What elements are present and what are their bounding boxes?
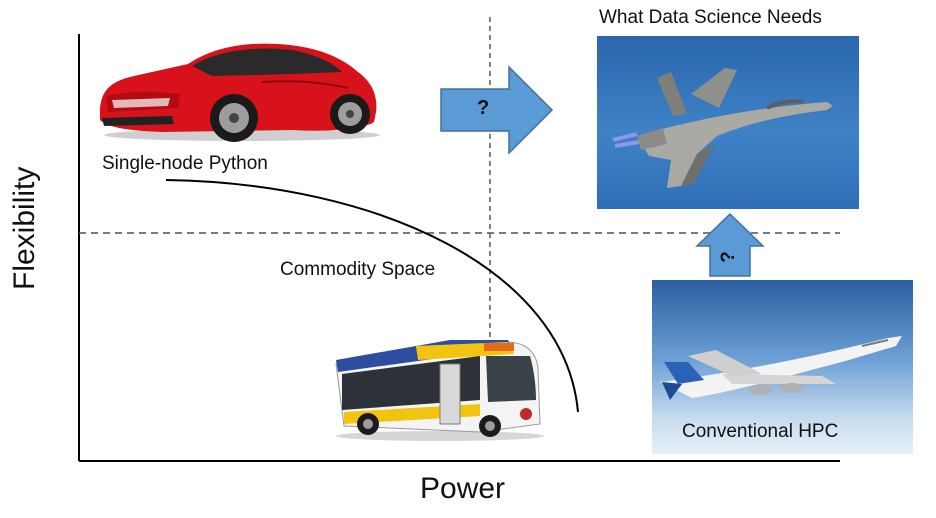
single-node-label: Single-node Python	[102, 153, 268, 174]
y-axis-label: Flexibility	[8, 166, 41, 290]
red-sports-car-icon	[92, 34, 382, 144]
data-science-label: What Data Science Needs	[599, 7, 822, 28]
conventional-hpc-label: Conventional HPC	[682, 421, 839, 442]
fighter-jet-photo	[597, 36, 859, 209]
airliner-icon	[660, 336, 902, 400]
city-bus-icon	[330, 334, 545, 442]
fighter-jet-icon	[612, 68, 833, 188]
commodity-space-label: Commodity Space	[280, 259, 436, 280]
commodity-curve	[165, 179, 579, 413]
x-axis-label: Power	[420, 472, 506, 505]
up-arrow-question: ?	[717, 251, 739, 263]
airliner-photo	[652, 280, 913, 454]
up-arrow	[695, 212, 765, 277]
right-arrow-question: ?	[477, 97, 490, 119]
right-arrow	[440, 65, 554, 155]
